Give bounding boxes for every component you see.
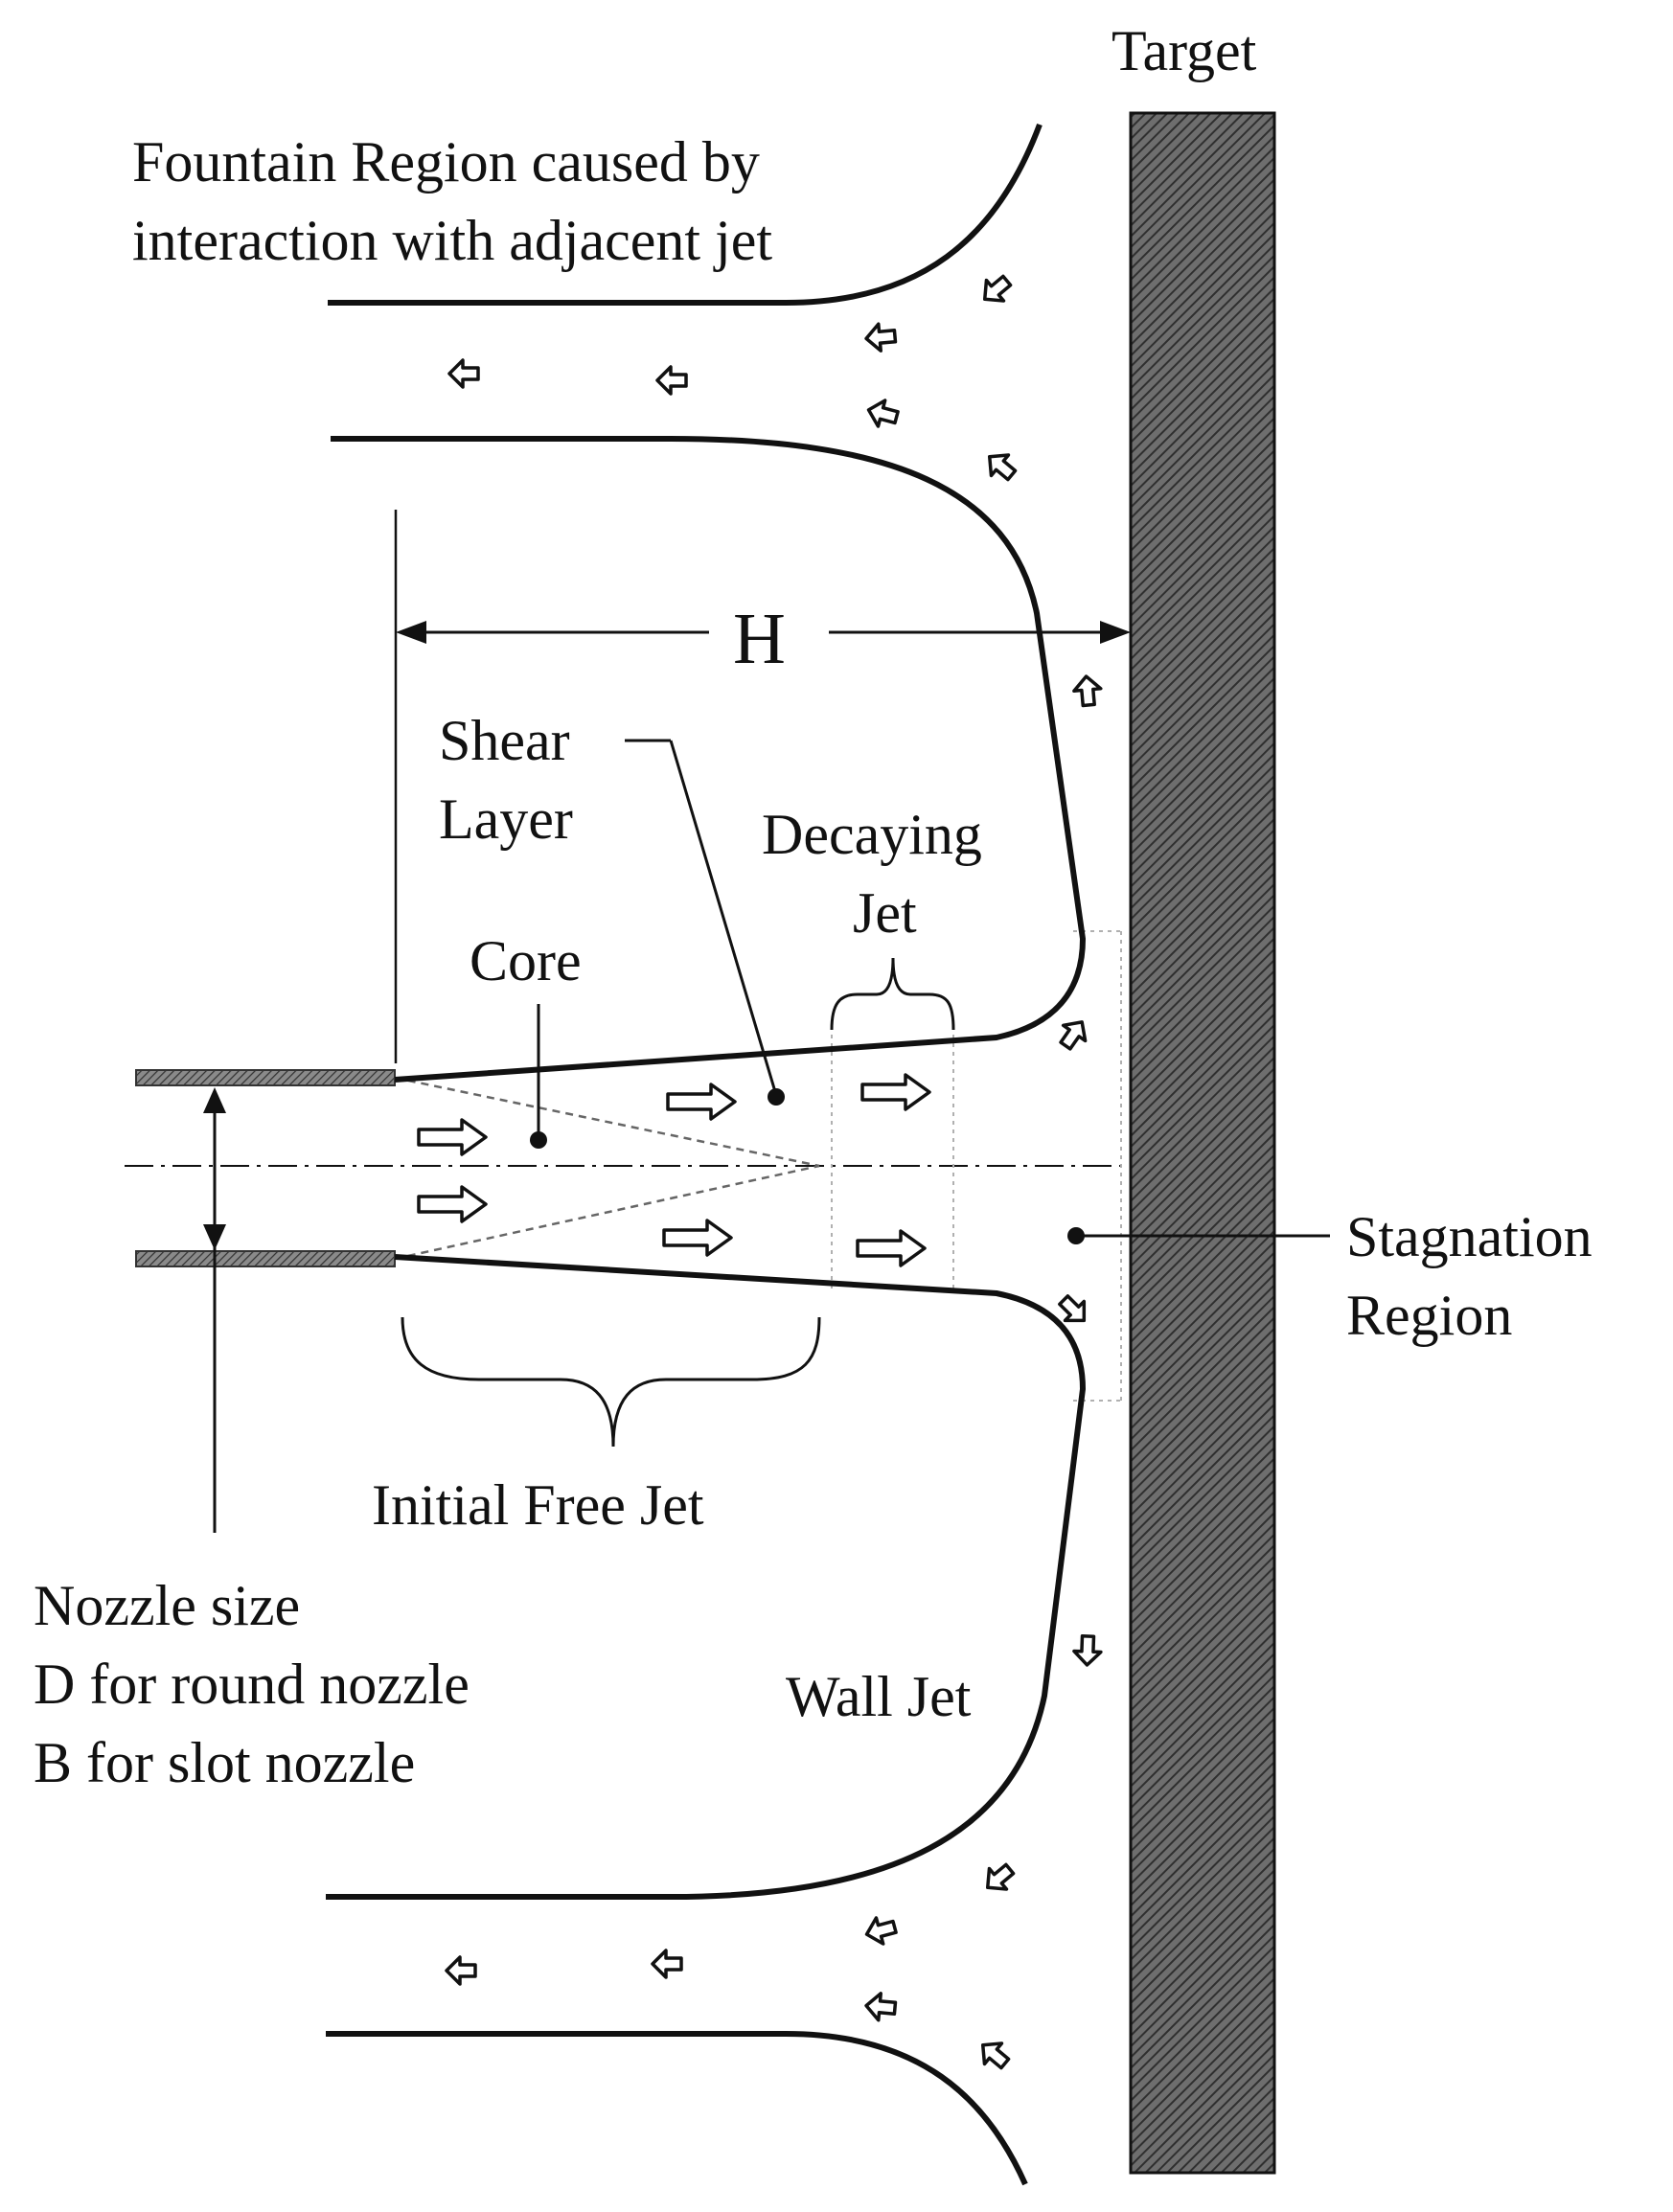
core-dot — [530, 1131, 547, 1149]
core-boundary-bottom — [394, 1164, 820, 1261]
decaying-jet-label-line2: Jet — [853, 881, 917, 945]
jet-boundary-lower — [326, 1254, 1087, 1900]
shear-layer-label-line2: Layer — [439, 787, 573, 851]
nozzle-size-label-line1: Nozzle size — [34, 1574, 301, 1637]
stagnation-label-line2: Region — [1346, 1284, 1513, 1347]
flow-arrows-wall-jet — [1052, 673, 1104, 1668]
flow-arrows-lower-fountain — [445, 1857, 1020, 2076]
fountain-curve-top — [328, 123, 1043, 306]
target-label: Target — [1112, 19, 1257, 82]
stagnation-label-line1: Stagnation — [1346, 1205, 1593, 1268]
h-arrowhead-left — [396, 621, 426, 644]
nozzle-arrowhead-bottom — [203, 1224, 226, 1250]
fountain-curve-bottom — [326, 2031, 1028, 2186]
flow-arrows-free-jet — [417, 1073, 931, 1267]
nozzle-wall-top — [135, 1069, 396, 1086]
decaying-jet-label-line1: Decaying — [762, 803, 982, 866]
fountain-label-line1: Fountain Region caused by — [132, 130, 760, 194]
nozzle-size-label-line2: D for round nozzle — [34, 1653, 470, 1716]
fountain-label-line2: interaction with adjacent jet — [132, 209, 773, 272]
core-boundary-top — [394, 1076, 820, 1168]
decaying-jet-brace — [830, 957, 955, 1031]
h-label: H — [733, 599, 786, 679]
nozzle-size-label-line3: B for slot nozzle — [34, 1731, 416, 1794]
h-arrowhead-right — [1100, 621, 1131, 644]
nozzle-arrowhead-top — [203, 1087, 226, 1113]
jet-boundary-upper — [331, 436, 1087, 1083]
initial-free-jet-brace — [401, 1316, 821, 1448]
target-plate — [1129, 111, 1276, 2175]
nozzle-wall-bottom — [135, 1250, 396, 1267]
region-dotted-lines — [831, 930, 1122, 1402]
wall-jet-label: Wall Jet — [786, 1665, 972, 1728]
shear-layer-leader — [669, 740, 778, 1096]
core-label: Core — [470, 929, 582, 992]
shear-layer-dot — [768, 1088, 785, 1106]
initial-free-jet-label: Initial Free Jet — [372, 1473, 704, 1537]
shear-layer-label-line1: Shear — [439, 709, 570, 772]
